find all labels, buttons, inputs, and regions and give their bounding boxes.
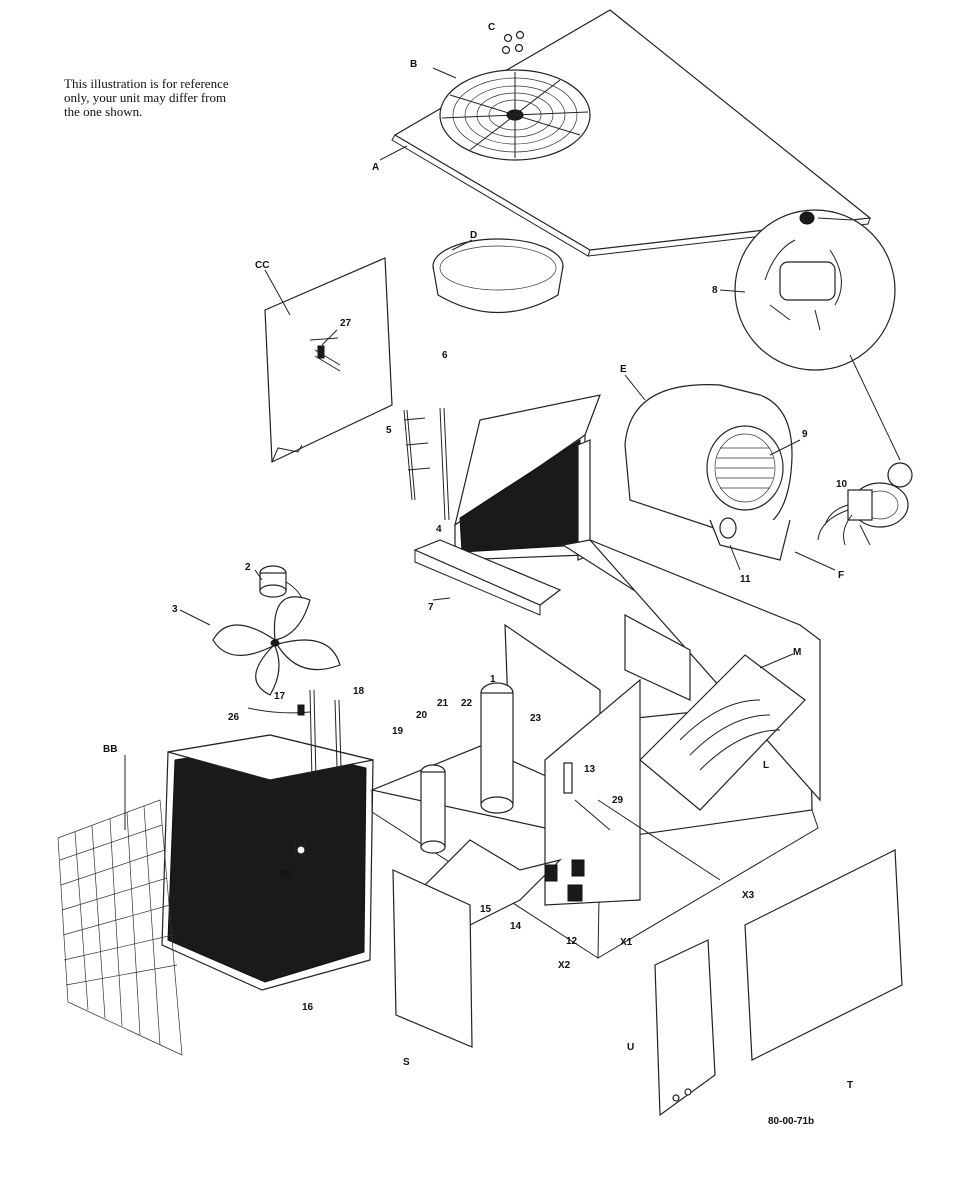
access-panel-u	[654, 939, 716, 1117]
callout-x3: X3	[742, 890, 755, 901]
callout-b: B	[410, 59, 417, 70]
callout-x2: X2	[558, 960, 571, 971]
callout-14: 14	[510, 921, 522, 932]
callout-5: 5	[386, 425, 392, 436]
access-panel-s	[392, 869, 473, 1048]
side-panel-cc	[264, 257, 393, 463]
access-panel-t	[744, 849, 903, 1061]
evaporator-coil	[454, 394, 601, 561]
callout-2: 2	[245, 562, 251, 573]
callout-d: D	[470, 230, 477, 241]
callout-25: 25	[280, 869, 292, 880]
callout-12: 12	[566, 936, 578, 947]
reference-note: This illustration is for reference only,…	[64, 77, 304, 119]
callout-4: 4	[436, 524, 442, 535]
condenser-fan-blade	[212, 596, 341, 696]
refrigerant-manifolds	[403, 407, 450, 521]
callout-3: 3	[172, 604, 178, 615]
callout-bb: BB	[103, 744, 117, 755]
screws-c	[501, 30, 525, 55]
callout-27: 27	[340, 318, 352, 329]
top-panel	[391, 9, 872, 257]
callout-cc: CC	[255, 260, 269, 271]
note-line-1: This illustration is for reference	[64, 76, 229, 91]
callout-a: A	[372, 162, 379, 173]
callout-15: 15	[480, 904, 492, 915]
callout-11: 11	[740, 574, 751, 585]
callout-m: M	[793, 647, 801, 658]
callout-u: U	[627, 1042, 634, 1053]
callout-26: 26	[228, 712, 240, 723]
callout-1: 1	[490, 674, 496, 685]
callout-13: 13	[584, 764, 596, 775]
callout-labels: C B A D CC 27 8 6 5 4 E 9 10 11 F 7 2 3 …	[103, 22, 853, 1127]
callout-20: 20	[416, 710, 428, 721]
motor-mount-detail	[734, 209, 913, 488]
orifice-ring	[432, 238, 564, 314]
callout-x1: X1	[620, 937, 633, 948]
condenser-fan-motor	[259, 565, 306, 606]
piping-assembly	[247, 689, 343, 860]
callout-t: T	[847, 1080, 853, 1091]
blower-housing	[624, 384, 793, 561]
callout-l: L	[763, 760, 769, 771]
callout-21: 21	[437, 698, 449, 709]
callout-17: 17	[274, 691, 286, 702]
callout-10: 10	[836, 479, 848, 490]
callout-16: 16	[302, 1002, 314, 1013]
callout-f: F	[838, 570, 844, 581]
leader-lines	[124, 67, 836, 881]
callout-7: 7	[428, 602, 434, 613]
callout-18: 18	[353, 686, 365, 697]
drain-pan	[413, 539, 562, 616]
callout-19: 19	[392, 726, 404, 737]
callout-8: 8	[712, 285, 718, 296]
drawing-number: 80-00-71b	[768, 1116, 814, 1127]
coil-guard-grille	[57, 799, 183, 1056]
unit-base-cabinet	[369, 539, 821, 959]
callout-9: 9	[802, 429, 808, 440]
callout-6: 6	[442, 350, 448, 361]
callout-c: C	[488, 22, 495, 33]
callout-23: 23	[530, 713, 542, 724]
callout-e: E	[620, 364, 627, 375]
condenser-coil	[161, 734, 374, 991]
note-line-2: only, your unit may differ from	[64, 90, 227, 105]
callout-s: S	[403, 1057, 410, 1068]
blower-motor	[817, 482, 909, 546]
callout-22: 22	[461, 698, 473, 709]
note-line-3: the one shown.	[64, 104, 143, 119]
callout-29: 29	[612, 795, 624, 806]
